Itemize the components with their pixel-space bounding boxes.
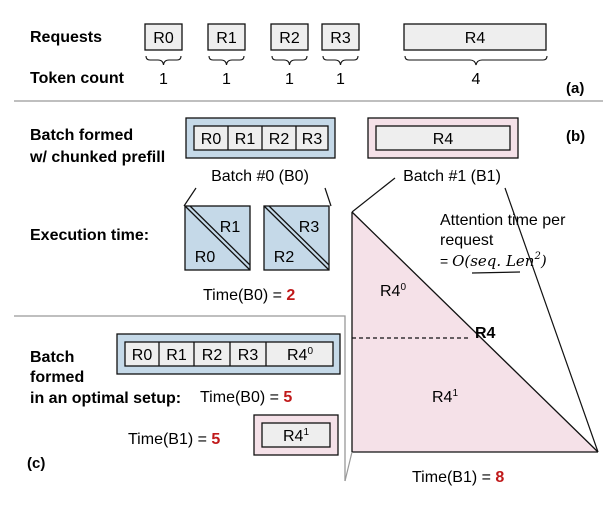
request-label-r0: R0 [153,30,174,47]
tri2-top-label: R3 [299,219,320,236]
r4-boundary-label: R4 [475,325,496,342]
attention-formula-body: O(seq. Len [452,252,534,270]
tri1-top-label: R1 [220,219,241,236]
optimal-batch0-container: R0 R1 R2 R3 R40 [116,333,341,375]
b0-time-prefix: Time(B0) = [203,287,286,304]
request-label-r2: R2 [279,30,300,47]
optimal-batch1-container: R41 [253,414,339,456]
batch0-label: Batch #0 (B0) [211,168,309,185]
batch1-item-r4: R4 [433,131,454,148]
brace-r0 [145,55,182,66]
token-count-r4: 4 [472,71,481,88]
b1-time-prefix: Time(B1) = [412,469,495,486]
batch0-item-r1: R1 [235,131,256,148]
optimal-item-r3: R3 [238,347,259,364]
token-count-r1: 1 [222,71,231,88]
optimal-item-r0: R0 [132,347,153,364]
batch1-label: Batch #1 (B1) [403,168,501,185]
b0-time-text: Time(B0) = 2 [203,287,295,304]
request-label-r3: R3 [330,30,351,47]
token-count-row-label: Token count [30,70,125,87]
c-b0-time-value: 5 [283,389,292,406]
batch0-container: R0 R1 R2 R3 [185,117,336,159]
attention-note-line1: Attention time per [440,212,566,229]
brace-r4 [404,55,548,66]
b-title-line2: w/ chunked prefill [29,149,165,166]
request-box-r3: R3 [321,23,360,51]
batch0-item-r2: R2 [269,131,290,148]
batch0-item-r0: R0 [201,131,222,148]
request-label-r1: R1 [216,30,237,47]
token-count-r0: 1 [159,71,168,88]
c-b0-time-text: Time(B0) = 5 [200,389,292,406]
c-b1-time-prefix: Time(B1) = [128,431,211,448]
token-count-r2: 1 [285,71,294,88]
tri2-bottom-label: R2 [274,249,295,266]
request-box-r4: R4 [403,23,547,51]
requests-row-label: Requests [30,29,102,46]
r4-chunk1-label: R41 [432,388,458,406]
token-braces [145,55,548,66]
exec-square-r0-r1: R1 R0 [184,205,251,271]
request-box-r2: R2 [270,23,309,51]
batch0-item-r3: R3 [302,131,323,148]
optimal-item-r1: R1 [166,347,187,364]
token-count-r3: 1 [336,71,345,88]
b0-time-value: 2 [286,287,295,304]
brace-r3 [322,55,359,66]
attention-formula-eq: = [440,253,452,269]
separator-bc [14,315,346,481]
tag-a: (a) [566,80,584,97]
request-box-r1: R1 [207,23,246,51]
tag-b: (b) [566,128,585,145]
request-label-r4: R4 [465,30,486,47]
c-title-line2: formed [30,369,84,386]
c-b1-time-value: 5 [211,431,220,448]
c-title-line1: Batch [30,349,74,366]
request-box-r0: R0 [144,23,183,51]
attention-formula-sup: 2 [533,251,540,262]
c-title-line3: in an optimal setup: [30,390,181,407]
batch1-container: R4 [367,117,519,159]
r4-attention-triangle [344,177,599,482]
optimal-item-r4-1: R41 [283,427,309,445]
r4-chunk0-label: R40 [380,282,406,300]
attention-formula: = O(seq. Len2) [440,251,547,270]
c-b1-time-text: Time(B1) = 5 [128,431,220,448]
execution-time-label: Execution time: [30,227,149,244]
c-b0-time-prefix: Time(B0) = [200,389,283,406]
connector-b0-left [183,187,197,207]
b-title-line1: Batch formed [30,127,133,144]
exec-square-r2-r3: R3 R2 [263,205,330,271]
tri1-bottom-label: R0 [195,249,216,266]
b1-time-text: Time(B1) = 8 [412,469,504,486]
connector-b0-right [324,187,332,207]
b1-time-value: 8 [495,469,504,486]
optimal-item-r2: R2 [202,347,223,364]
brace-r2 [271,55,308,66]
attention-formula-close: ) [540,252,547,270]
optimal-item-r4-0: R40 [287,346,313,364]
attention-note-line2: request [440,232,494,249]
brace-r1 [208,55,245,66]
tag-c: (c) [27,455,45,472]
